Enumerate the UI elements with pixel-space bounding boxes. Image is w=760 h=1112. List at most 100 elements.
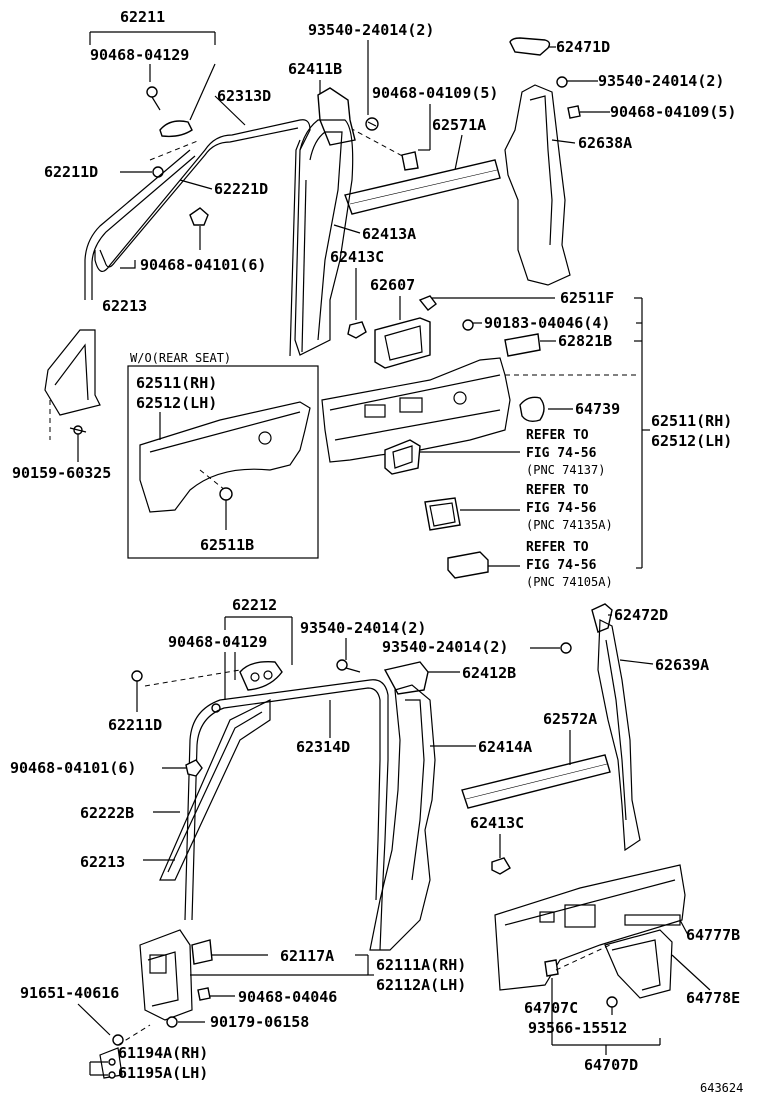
seal-62222b xyxy=(159,699,271,881)
label-90179: 90179-06158 xyxy=(210,1013,309,1031)
clip-icon-64707c xyxy=(544,959,559,977)
label-90468-04109-a: 90468-04109(5) xyxy=(372,84,498,102)
refer-2-line-3: (PNC 74135A) xyxy=(526,518,613,532)
label-64777b: 64777B xyxy=(686,926,740,944)
label-93540-b: 93540-24014(2) xyxy=(598,72,724,90)
label-62607: 62607 xyxy=(370,276,415,294)
label-90468-04101-b: 90468-04101(6) xyxy=(10,759,136,777)
label-62212: 62212 xyxy=(232,596,277,614)
pillar-62414a xyxy=(369,684,436,951)
screw-icon-93540-a xyxy=(365,117,379,131)
label-62314d: 62314D xyxy=(296,738,350,756)
label-93540-a: 93540-24014(2) xyxy=(308,21,434,39)
quarter-panel-62511 xyxy=(321,357,511,463)
screw-icon-93566 xyxy=(606,996,618,1008)
screw-icon-62211d-b xyxy=(131,670,143,712)
label-62211d-a: 62211D xyxy=(44,163,98,181)
part-pnc-74137 xyxy=(384,439,421,475)
label-62571a: 62571A xyxy=(432,116,486,134)
label-90468-04129-a: 90468-04129 xyxy=(90,46,189,64)
screw-icon-93540-d xyxy=(560,642,572,654)
label-62472d: 62472D xyxy=(614,606,668,624)
label-62572a: 62572A xyxy=(543,710,597,728)
label-93540-d: 93540-24014(2) xyxy=(382,638,508,656)
refer-1-line-2: FIG 74-56 xyxy=(526,446,597,461)
pillar-garnish-62411b xyxy=(317,87,356,146)
screw-icon-90159 xyxy=(69,425,87,435)
label-90468-04109-b: 90468-04109(5) xyxy=(610,103,736,121)
label-93566: 93566-15512 xyxy=(528,1019,627,1037)
quarter-trim-62639a xyxy=(597,619,641,852)
refer-3-line-3: (PNC 74105A) xyxy=(526,575,613,589)
bracket-62111a xyxy=(139,929,193,1021)
pillar-62413a xyxy=(294,119,354,356)
part-pnc-74135a xyxy=(424,497,461,531)
label-wo-rear-seat: W/O(REAR SEAT) xyxy=(130,351,231,365)
label-90468-04046: 90468-04046 xyxy=(238,988,337,1006)
screw-icon-93540-b xyxy=(556,76,568,88)
label-62213-b: 62213 xyxy=(80,853,125,871)
label-62511b: 62511B xyxy=(200,536,254,554)
knob-64739 xyxy=(519,396,545,423)
box-64778e xyxy=(604,929,673,999)
label-62413c-a: 62413C xyxy=(330,248,384,266)
bracket-90159 xyxy=(44,329,101,416)
label-64707d: 64707D xyxy=(584,1056,638,1074)
clip-icon-90468-04109-a xyxy=(401,151,419,171)
clip-icon-90468-04101-b xyxy=(185,759,203,777)
clip-icon-90468-04101 xyxy=(189,207,209,226)
label-wo-62511rh: 62511(RH) xyxy=(136,374,217,392)
label-62211: 62211 xyxy=(120,8,165,26)
label-62471d: 62471D xyxy=(556,38,610,56)
screw-icon-90183 xyxy=(462,319,474,331)
quarter-trim-62638a xyxy=(504,84,571,286)
label-62511rh: 62511(RH) xyxy=(651,412,732,430)
panel-64777b xyxy=(494,864,686,991)
label-62211d-b: 62211D xyxy=(108,716,162,734)
label-90159: 90159-60325 xyxy=(12,464,111,482)
label-62821b: 62821B xyxy=(558,332,612,350)
pillar-garnish-62412b xyxy=(383,661,429,695)
clip-icon-90468-04046 xyxy=(197,987,211,1001)
clip-icon-90179 xyxy=(166,1016,178,1028)
label-61195a: 61195A(LH) xyxy=(118,1064,208,1082)
label-90183: 90183-04046(4) xyxy=(484,314,610,332)
label-62412b: 62412B xyxy=(462,664,516,682)
refer-2-line-2: FIG 74-56 xyxy=(526,501,597,516)
quarter-panel-wo-seat xyxy=(139,401,311,513)
label-wo-62512lh: 62512(LH) xyxy=(136,394,217,412)
label-62414a: 62414A xyxy=(478,738,532,756)
clip-icon-90468-04109-b xyxy=(567,105,581,119)
clip-icon-62511b xyxy=(219,487,233,501)
label-62411b: 62411B xyxy=(288,60,342,78)
label-62117a: 62117A xyxy=(280,947,334,965)
label-62111a: 62111A(RH) xyxy=(376,956,466,974)
label-62512lh: 62512(LH) xyxy=(651,432,732,450)
part-pnc-74105a xyxy=(447,551,489,579)
refer-1-line-1: REFER TO xyxy=(526,428,589,443)
weatherstrip-62314d xyxy=(184,679,389,951)
callout-62211 xyxy=(89,31,216,121)
label-62313d: 62313D xyxy=(217,87,271,105)
label-64778e: 64778E xyxy=(686,989,740,1007)
screw-icon-93540-c xyxy=(336,659,361,673)
garnish-62471d xyxy=(509,37,551,56)
label-62221d: 62221D xyxy=(214,180,268,198)
weatherstrip-62313d xyxy=(94,119,311,272)
bracket-61194a xyxy=(99,1047,123,1079)
refer-3-line-1: REFER TO xyxy=(526,540,589,555)
figure-number: 643624 xyxy=(700,1081,743,1095)
clip-icon-62511f xyxy=(418,295,437,311)
refer-1-line-3: (PNC 74137) xyxy=(526,463,605,477)
garnish-cover-62212 xyxy=(239,661,283,691)
label-62413c-b: 62413C xyxy=(470,814,524,832)
wo-rear-seat-box xyxy=(127,365,319,559)
garnish-cover-62211 xyxy=(159,120,193,138)
seal-62221d xyxy=(84,149,191,300)
label-91651: 91651-40616 xyxy=(20,984,119,1002)
refer-2-line-1: REFER TO xyxy=(526,483,589,498)
garnish-62472d xyxy=(591,603,613,633)
refer-3-line-2: FIG 74-56 xyxy=(526,558,597,573)
label-62112a: 62112A(LH) xyxy=(376,976,466,994)
